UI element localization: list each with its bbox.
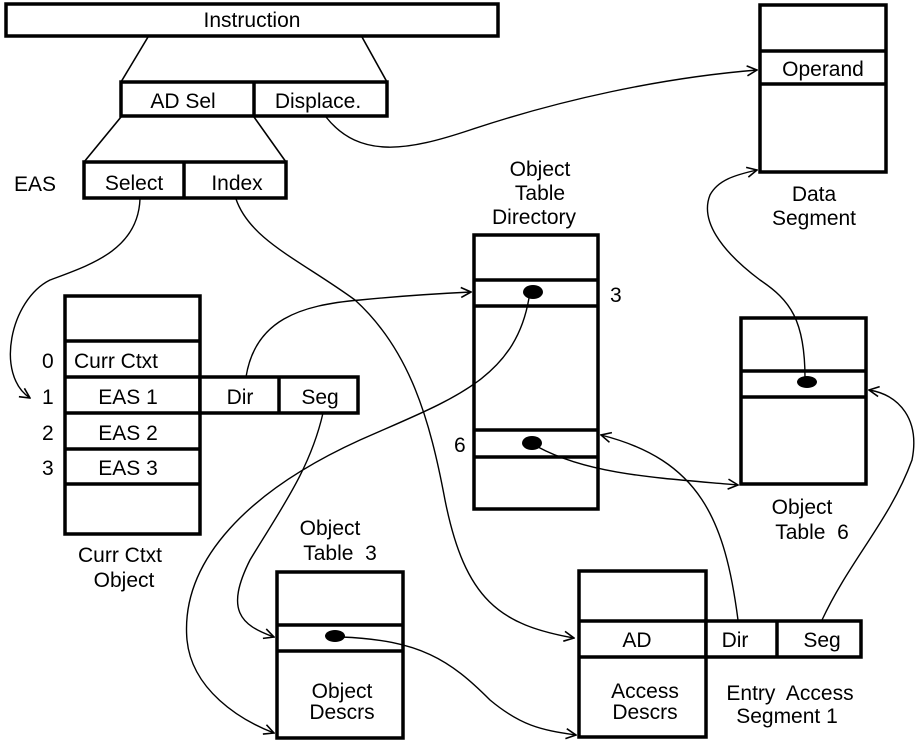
row-eas-2: EAS 2 [98,422,158,445]
row-index-3: 3 [42,457,54,480]
operand-entry: Operand [782,58,864,81]
eas1-extension: Dir Seg [198,375,360,415]
expansion-line-left-2 [83,116,122,163]
directory-caption-2: Table [515,182,565,205]
object-table-directory-box [472,233,600,511]
entry-access-caption-1: Entry Access [726,682,853,705]
directory-entry-3-pointer [523,285,543,299]
arrow-access-seg-to-object-table-6 [821,390,915,621]
curr-ctxt-caption-2: Object [94,569,155,592]
expansion-line-right [361,36,388,83]
object-table-6-box [739,316,868,486]
ad-sel-field: AD Sel [150,90,215,113]
access-descrs-line-2: Descrs [612,701,677,724]
curr-ctxt-object-box: Curr Ctxt EAS 1 EAS 2 EAS 3 [63,294,202,536]
object-table-6-caption-2: Table 6 [775,521,849,544]
expansion-line-left [120,36,149,83]
object-descrs-line-1: Object [312,680,373,703]
data-segment-caption-2: Segment [772,207,856,230]
directory-caption-1: Object [510,158,571,181]
arrow-eas1-dir-to-directory-3 [245,292,471,378]
object-table-3-caption-1: Object [300,517,361,540]
instruction-box: Instruction [4,2,500,38]
object-table-6-pointer [797,376,817,388]
arrow-index-to-access-ad [235,198,574,638]
directory-index-6: 6 [454,434,466,457]
arrow-select-to-eas1 [9,198,141,398]
arrow-object-table-6-to-data-segment [706,170,806,379]
select-field: Select [105,172,164,195]
row-index-1: 1 [42,386,54,409]
row-eas-1: EAS 1 [98,386,158,409]
directory-caption-3: Directory [492,206,577,229]
data-segment-caption-1: Data [792,183,837,206]
arrow-directory-6-to-object-table-6 [537,446,738,485]
object-table-6-caption-1: Object [772,496,833,519]
arrow-object-table-3-to-access-segment [340,636,576,735]
object-descrs-line-2: Descrs [309,701,374,724]
eas-label: EAS [14,173,56,196]
row-curr-ctxt: Curr Ctxt [74,350,158,373]
expansion-line-right-2 [253,116,287,163]
address-fields: AD Sel Displace. [119,80,389,118]
curr-ctxt-caption-1: Curr Ctxt [78,544,162,567]
row-index-0: 0 [42,350,54,373]
object-table-3-box: Object Descrs [275,570,405,740]
entry-access-segment-box: AD Access Descrs [577,569,708,739]
directory-entry-6-pointer [522,436,542,450]
entry-access-extension: Dir Seg [704,619,863,659]
access-descrs-line-1: Access [611,680,679,703]
data-segment-box: Operand [758,3,888,174]
access-ad-field: AD [622,629,651,652]
arrow-access-dir-to-directory-6 [601,435,739,621]
eas1-seg-field: Seg [301,386,338,409]
access-seg-field: Seg [803,629,840,652]
row-index-2: 2 [42,422,54,445]
arrow-displace-to-operand [325,70,757,148]
instruction-label: Instruction [204,9,301,32]
eas-fields: Select Index [82,160,288,200]
displace-field: Displace. [275,90,361,113]
directory-index-3: 3 [610,284,622,307]
arrow-eas1-seg-to-object-table-3-entry [236,412,324,637]
entry-access-caption-2: Segment 1 [736,705,838,728]
access-dir-field: Dir [722,629,749,652]
eas1-dir-field: Dir [227,386,254,409]
row-eas-3: EAS 3 [98,457,158,480]
arrow-directory-3-to-object-table-3 [185,297,530,733]
object-table-3-pointer [325,630,345,642]
object-table-3-caption-2: Table 3 [303,542,377,565]
index-field: Index [211,172,263,195]
